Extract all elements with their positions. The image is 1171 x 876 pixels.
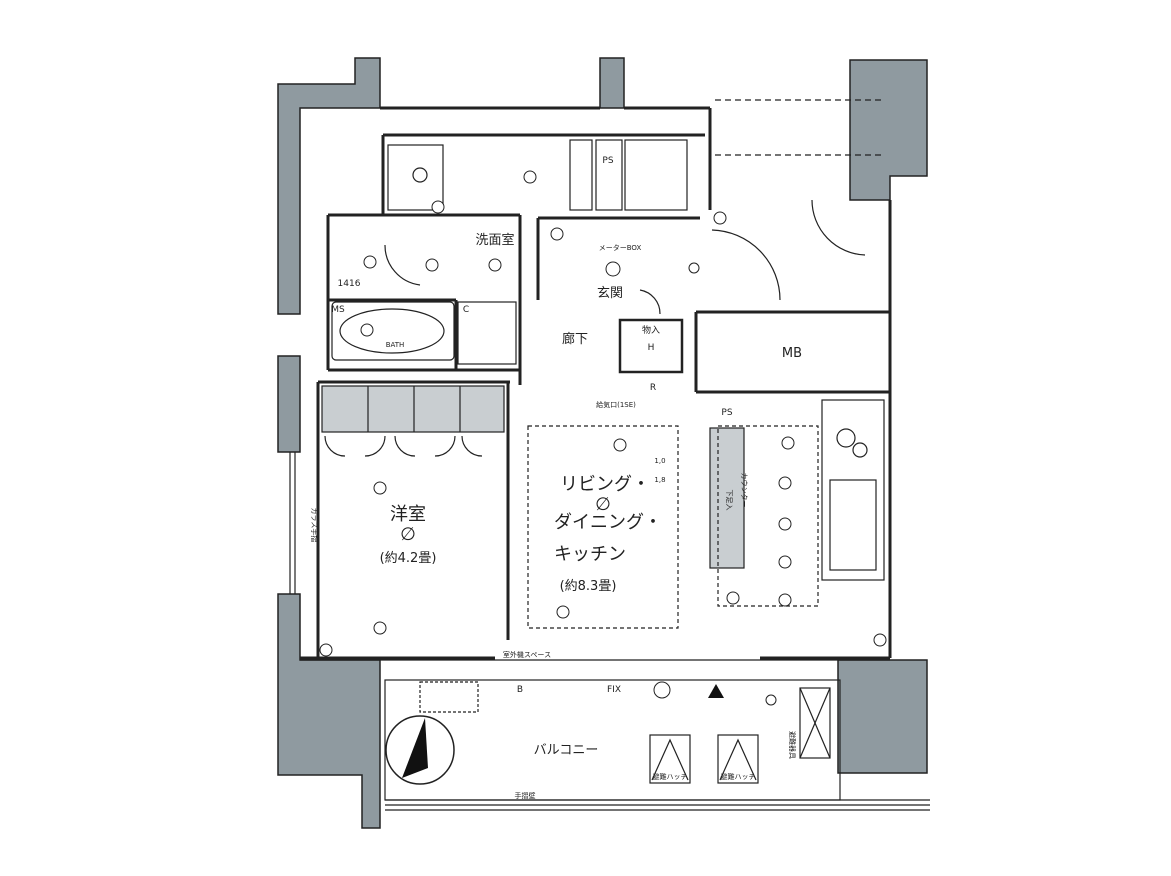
height-label-1: 1,0 (654, 457, 665, 465)
kitchen-storage-label: カウンター (740, 473, 749, 508)
room-labels: 洋室 ∅ (約4.2畳) リビング・ ∅ ダイニング・ キッチン (約8.3畳)… (380, 232, 802, 758)
r-mark: R (650, 383, 656, 393)
compass-icon (385, 715, 455, 785)
corridor-label: 廊下 (562, 331, 588, 347)
unit-space-label: 室外機スペース (503, 650, 551, 659)
ms-label: MS (331, 305, 345, 315)
washroom-label: 洗面室 (475, 232, 514, 248)
ps-label-2: PS (721, 408, 732, 418)
storage-h-mark: H (648, 343, 655, 353)
vent-pipe-label: 給気口(1SE) (596, 400, 636, 409)
mb-label: MB (782, 346, 802, 361)
ldk-line3: キッチン (554, 544, 626, 565)
western-room-area: (約4.2畳) (380, 551, 437, 566)
height-label-2: 1,8 (654, 476, 665, 484)
balcony-label: バルコニー (534, 743, 599, 758)
evac-hatch-1: 避難ハッチ (653, 772, 688, 781)
bath-text: BATH (386, 341, 405, 349)
structural-walls (277, 57, 928, 829)
small-labels: PS PS MS 1416 BATH 物入 H 室外機スペース FIX B R … (310, 156, 797, 800)
evac-hatch-2: 避難ハッチ (721, 772, 756, 781)
ldk-area: (約8.3畳) (560, 579, 617, 594)
side-text-label: 避難器具 (788, 731, 797, 759)
handrail-label: 手摺壁 (515, 791, 536, 800)
bath-size: 1416 (338, 279, 361, 289)
ldk-line1: リビング・ (560, 474, 650, 495)
fixtures (289, 99, 930, 811)
meter-label: メーターBOX (599, 243, 642, 252)
western-room-mark: ∅ (400, 524, 416, 545)
interior-walls (300, 106, 892, 660)
western-room-name: 洋室 (390, 504, 426, 525)
light-symbols (319, 170, 887, 706)
vent-icon (708, 684, 724, 698)
b-mark: B (517, 685, 523, 695)
ps-label-1: PS (602, 156, 613, 166)
fix-label: FIX (607, 685, 621, 695)
storage-h-label: 物入 (642, 324, 660, 336)
shoe-box-label: 下足入 (725, 490, 733, 511)
c-mark: C (463, 305, 469, 315)
entrance-label: 玄関 (597, 286, 623, 301)
ldk-mark: ∅ (595, 494, 611, 515)
rail-label: ガラス手摺 (310, 508, 319, 543)
ldk-line2: ダイニング・ (554, 512, 662, 533)
